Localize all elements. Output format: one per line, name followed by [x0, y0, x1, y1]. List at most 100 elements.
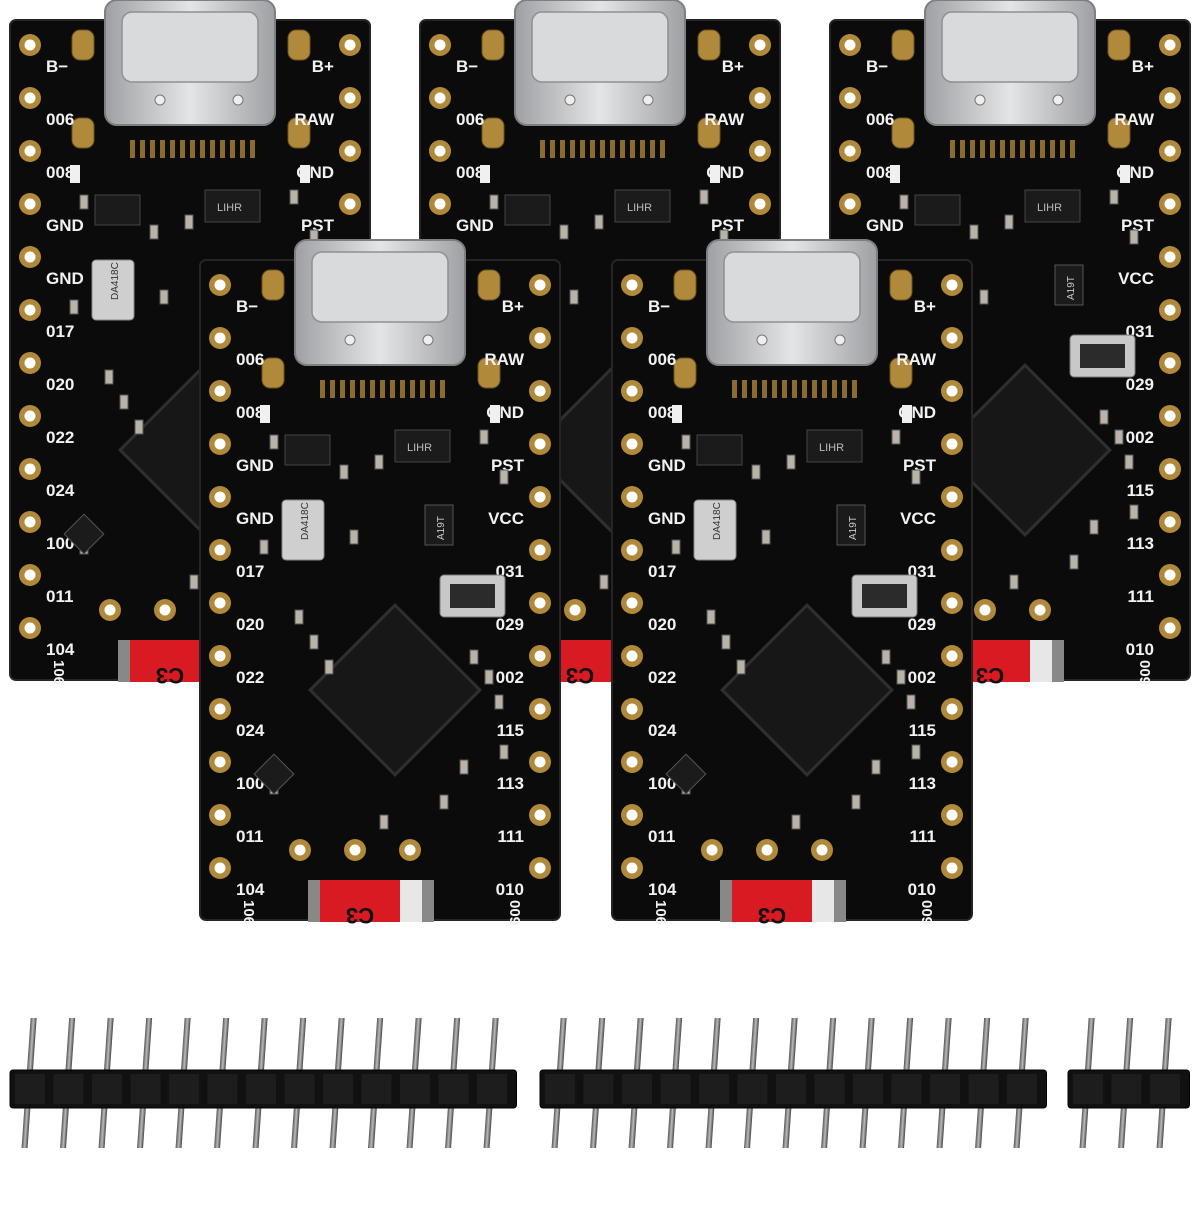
- badge-edge: [834, 880, 846, 922]
- left-pin-label: GND: [866, 216, 904, 235]
- usb-signal-pad: [240, 140, 245, 158]
- smd-component: [1089, 519, 1099, 535]
- pin-hole-drill: [946, 279, 958, 291]
- crystal-oscillator: [281, 499, 325, 561]
- pin-hole-drill: [1164, 410, 1176, 422]
- pin-hole-drill: [626, 809, 638, 821]
- usb-signal-pad: [822, 380, 827, 398]
- usb-signal-pad: [1060, 140, 1065, 158]
- right-pin-label: 029: [908, 615, 936, 634]
- left-pin-label: B−: [866, 57, 888, 76]
- usb-shell-dimple: [756, 334, 768, 346]
- usb-signal-pad: [170, 140, 175, 158]
- usb-signal-pad: [980, 140, 985, 158]
- pin-hole-drill: [344, 39, 356, 51]
- badge-white-block: [400, 880, 422, 922]
- usb-signal-pad: [772, 380, 777, 398]
- pin-hole-drill: [844, 145, 856, 157]
- regulator-chip: [1024, 189, 1081, 223]
- usb-shield-tab: [287, 117, 311, 149]
- pin-hole-drill: [626, 650, 638, 662]
- left-pin-label: 020: [236, 615, 264, 634]
- smd-component: [479, 429, 489, 445]
- usb-signal-pad: [630, 140, 635, 158]
- pin-hole-drill: [214, 809, 226, 821]
- pin-header-strip: [1067, 1018, 1190, 1148]
- status-led: [710, 165, 720, 183]
- pin-hole-drill: [844, 92, 856, 104]
- usb-signal-pad: [960, 140, 965, 158]
- pin-hole-drill: [24, 410, 36, 422]
- right-pin-label: 115: [497, 721, 524, 740]
- smd-component: [259, 539, 269, 555]
- small-ic: [63, 513, 105, 555]
- usb-signal-pad: [762, 380, 767, 398]
- usb-signal-pad: [620, 140, 625, 158]
- left-pin-label: GND: [456, 216, 494, 235]
- pin-hole-drill: [1164, 39, 1176, 51]
- smd-component: [289, 189, 299, 205]
- crystal-top: [1080, 344, 1125, 368]
- usb-signal-pad: [320, 380, 325, 398]
- smd-component: [721, 634, 731, 650]
- smd-component: [1129, 229, 1139, 245]
- small-ic: [665, 753, 707, 795]
- pin-hole-drill: [24, 516, 36, 528]
- pin-hole-drill: [626, 703, 638, 715]
- header-block: [583, 1074, 614, 1104]
- pin-hole-drill: [214, 279, 226, 291]
- usb-signal-pad: [1030, 140, 1035, 158]
- left-pin-label: 104: [46, 640, 75, 659]
- right-pin-label: 113: [1127, 534, 1154, 553]
- usb-shield-tab: [697, 117, 721, 149]
- usb-signal-pad: [792, 380, 797, 398]
- smd-component: [469, 649, 479, 665]
- status-led: [490, 405, 500, 423]
- header-block: [169, 1074, 199, 1104]
- pin-hole-drill: [24, 39, 36, 51]
- mcu-chip: [720, 603, 894, 777]
- left-pin-label: 008: [648, 403, 676, 422]
- header-block: [400, 1074, 430, 1104]
- usb-signal-pad: [140, 140, 145, 158]
- bottom-left-label: 106: [50, 660, 67, 685]
- pin-headers-layer: [9, 1018, 1190, 1148]
- pin-hole-drill: [1164, 304, 1176, 316]
- pin-hole-drill: [1164, 569, 1176, 581]
- usb-signal-pad: [842, 380, 847, 398]
- header-block: [853, 1074, 883, 1104]
- header-block: [545, 1074, 575, 1104]
- header-block: [207, 1074, 238, 1104]
- status-led: [70, 165, 80, 183]
- usb-signal-pad: [550, 140, 555, 158]
- smd-component: [791, 814, 801, 830]
- usb-signal-pad: [420, 380, 425, 398]
- pin-hole-drill: [214, 756, 226, 768]
- left-pin-label: 006: [46, 110, 74, 129]
- usb-signal-pad: [200, 140, 205, 158]
- pin-hole-drill: [214, 491, 226, 503]
- crystal-top: [862, 584, 907, 608]
- pin-hole-drill: [946, 597, 958, 609]
- pin-hole-drill: [349, 844, 361, 856]
- left-pin-label: 008: [866, 163, 894, 182]
- usb-signal-pad: [250, 140, 255, 158]
- right-pin-label: 029: [1126, 375, 1154, 394]
- smd-component: [189, 574, 199, 590]
- pin-hole-drill: [214, 438, 226, 450]
- right-pin-label: 002: [908, 668, 936, 687]
- sensor-marking: A19T: [436, 516, 447, 540]
- smd-component: [69, 299, 79, 315]
- right-pin-label: RAW: [1114, 110, 1155, 129]
- pin-hole-drill: [534, 650, 546, 662]
- bottom-right-label: 009: [1136, 660, 1153, 685]
- usb-shield-tab: [891, 117, 915, 149]
- pin-hole-drill: [626, 279, 638, 291]
- right-pin-label: PST: [491, 456, 525, 475]
- usb-signal-pad: [640, 140, 645, 158]
- usb-shield-tab: [697, 29, 721, 61]
- boards-layer: B−B+006RAW008GNDGNDPSTGNDVCC017031020029…: [9, 0, 1191, 928]
- usb-c-port-opening: [311, 251, 449, 323]
- pin-header-strip: [9, 1018, 517, 1148]
- smd-component: [499, 469, 509, 485]
